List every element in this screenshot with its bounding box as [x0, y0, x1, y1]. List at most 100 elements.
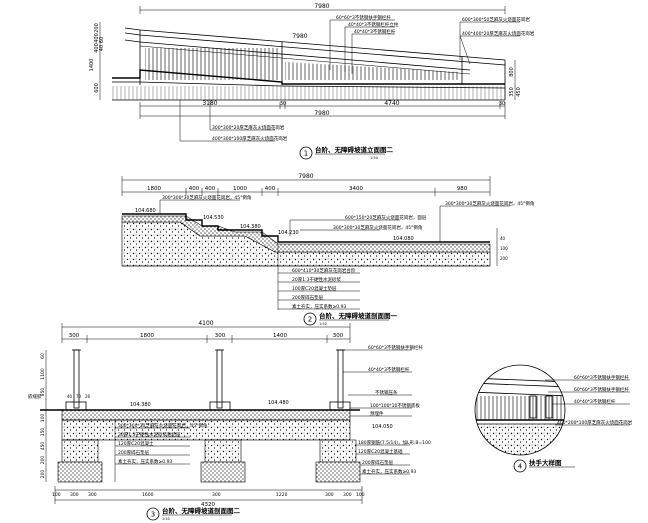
- secB-callout-2: 40*40*3不锈钢栏杆: [368, 366, 410, 373]
- secA-dim-5: 400: [265, 186, 276, 192]
- elev-callout-handrail: 60*60*3不锈钢扶手钢栏杆: [336, 14, 391, 21]
- secA-elev-5: 104.080: [393, 236, 414, 242]
- detail-callout-4: 400*200*100厚芝麻灰火烧面花岗岩: [557, 419, 633, 426]
- secB-elev-3: 104.050: [372, 424, 393, 430]
- secA-elev-1: 104.680: [135, 208, 156, 214]
- elev-right-dim-1: 800: [509, 67, 515, 77]
- svg-text:200: 200: [40, 470, 46, 479]
- elev-bottom-overall: 7980: [314, 110, 329, 117]
- secB-layer-1: 300*300*30芝麻灰火烧面花岗岩，45°倒角: [118, 422, 207, 429]
- elev-balusters: [145, 48, 280, 80]
- detail-callout-2: 60*60*3不锈钢扶手钢栏杆: [574, 386, 629, 393]
- svg-text:300: 300: [88, 492, 97, 498]
- detail-callout-1: 60*60*3不锈钢扶手钢栏杆: [574, 374, 629, 381]
- secA-title-bubble: [303, 312, 317, 326]
- secA-layer-4: 200厚碎石垫层: [292, 294, 324, 301]
- secB-layer-5: 素土夯实，压实系数≥0.93: [118, 458, 172, 465]
- svg-text:150: 150: [40, 428, 46, 437]
- section-a: 7980 1800 400 400 1000 400 3400 980 104.…: [121, 173, 534, 326]
- secB-dim-2: 1800: [140, 333, 154, 339]
- secB-overall-bottom: 4320: [201, 502, 215, 508]
- svg-text:60: 60: [40, 353, 46, 359]
- secA-title: 台阶、无障碍坡道剖面图一: [319, 311, 398, 320]
- secB-layer-4: 200厚碎石垫层: [118, 449, 150, 456]
- secA-overall: 7980: [298, 173, 313, 180]
- secA-callout-1: 300*300*30芝麻灰火烧面花岗岩，45°倒角: [162, 194, 251, 201]
- elev-left-dim-3: 400: [94, 43, 100, 53]
- secA-dim-6: 3400: [349, 186, 363, 192]
- secB-layer-r2: 120厚C20混凝土基础: [358, 448, 403, 455]
- elev-left-dim-7: 600: [94, 83, 100, 93]
- secA-dim-7: 980: [457, 186, 468, 192]
- detail-title: 扶手大样图: [529, 458, 562, 467]
- svg-text:200: 200: [500, 256, 508, 261]
- secB-title-no: 3: [151, 511, 155, 519]
- elev-left-dim-4: 60: [99, 37, 105, 43]
- secA-dim-3: 400: [205, 186, 216, 192]
- handrail-detail: 60*60*3不锈钢扶手钢栏杆 60*60*3不锈钢扶手钢栏杆 40*40*3不…: [474, 364, 633, 473]
- secB-callout-4: 100*100*10不锈钢底板: [370, 402, 420, 409]
- svg-text:300: 300: [325, 492, 334, 498]
- svg-text:300: 300: [70, 492, 79, 498]
- secA-layer-1: 600*410*30芝麻灰花岗岩台阶: [292, 267, 356, 274]
- elev-title: 台阶、无障碍坡道立面图二: [315, 145, 394, 154]
- svg-text:1600: 1600: [142, 492, 154, 498]
- elev-callout-step-tread: 300*300*20厚芝麻灰火烧面花岗岩: [212, 124, 285, 131]
- svg-text:850: 850: [40, 388, 46, 397]
- elev-callout-step-block: 400*300*100厚芝麻灰火烧面花岗岩: [212, 135, 288, 142]
- svg-text:300: 300: [212, 492, 221, 498]
- elev-callout-baluster: 40*40*3不锈钢栏杆: [354, 28, 396, 35]
- elev-left-dim-6: 1400: [89, 59, 95, 72]
- elev-callout-paver: 400*400*20厚芝麻灰火烧面花岗岩: [462, 30, 535, 37]
- secA-dim-1: 1800: [147, 186, 161, 192]
- elev-callout-cap: 600*300*50芝麻灰火烧面花岗岩: [462, 16, 530, 23]
- secA-callout-3: 300*300*30芝麻灰火烧面花岗岩，45°倒角: [333, 224, 422, 231]
- secA-dim-4: 1000: [233, 186, 247, 192]
- elev-right-dim-2: 450: [516, 87, 522, 97]
- detail-callout-3: 40*40*3不锈钢栏杆: [574, 398, 616, 405]
- secA-layer-5: 素土夯实，压实系数≥0.93: [292, 303, 346, 310]
- elev-left-dim-1: 200: [94, 23, 100, 33]
- elev-bottom-right: 4740: [384, 100, 399, 107]
- elev-bottom-gap1: 30: [280, 101, 286, 107]
- secA-callout-2: 600*150*20芝麻灰火烧面花岗岩，面层: [345, 214, 427, 221]
- secB-top-layer: [61, 409, 351, 421]
- elevation-view: 7980 7980 200 400 400 60 40 1400 600 800…: [89, 3, 535, 160]
- section-b: 4100 300 1800 300 1400 300 60 1100 850 1…: [28, 320, 431, 521]
- secA-elev-3: 104.380: [240, 224, 261, 230]
- elev-title-no: 1: [304, 150, 308, 158]
- secB-title-bubble: [146, 507, 160, 521]
- secB-title: 台阶、无障碍坡道剖面图二: [162, 506, 241, 515]
- svg-text:450: 450: [40, 442, 46, 451]
- secA-layer-3: 100厚C20混凝土垫层: [292, 285, 337, 292]
- secB-elev-1: 104.380: [130, 402, 151, 408]
- svg-text:40: 40: [500, 236, 506, 241]
- secA-layer-2: 20厚1:3干硬性水泥砂浆: [292, 276, 341, 283]
- elev-left-dim-2: 400: [94, 33, 100, 43]
- elev-right-dim-3: 350: [509, 87, 515, 97]
- secB-left-label: 嵌缝胶: [28, 393, 42, 400]
- elev-bottom-gap2: 30: [499, 101, 505, 107]
- svg-text:26: 26: [85, 394, 91, 399]
- secB-scale: 1:50: [162, 517, 170, 521]
- secB-footing-mid: [204, 439, 242, 463]
- elev-dim-overall: 7980: [314, 3, 329, 10]
- svg-text:100: 100: [500, 246, 508, 251]
- secB-dim-5: 300: [333, 333, 344, 339]
- svg-text:100: 100: [52, 492, 61, 498]
- secB-dim-3: 300: [215, 333, 226, 339]
- secB-footing-right: [319, 439, 357, 463]
- detail-title-bubble: [513, 459, 527, 473]
- secB-layer-r3: 200厚碎石垫层: [362, 459, 394, 466]
- secB-callout-5: 预埋件: [370, 410, 384, 417]
- svg-text:1100: 1100: [40, 368, 46, 380]
- secB-overall: 4100: [198, 320, 213, 327]
- secA-elev-2: 104.530: [203, 215, 224, 221]
- secB-layer-3: 120厚C20混凝土: [118, 440, 154, 447]
- svg-text:100: 100: [356, 492, 365, 498]
- secB-base-layer: [61, 419, 351, 441]
- secB-layer-2: 30厚1:3干硬性水泥砂浆粘结层: [118, 431, 181, 438]
- secB-layer-r4: 素土夯实，压实系数≥0.93: [362, 468, 416, 475]
- elev-dim-rail: 7980: [292, 33, 307, 40]
